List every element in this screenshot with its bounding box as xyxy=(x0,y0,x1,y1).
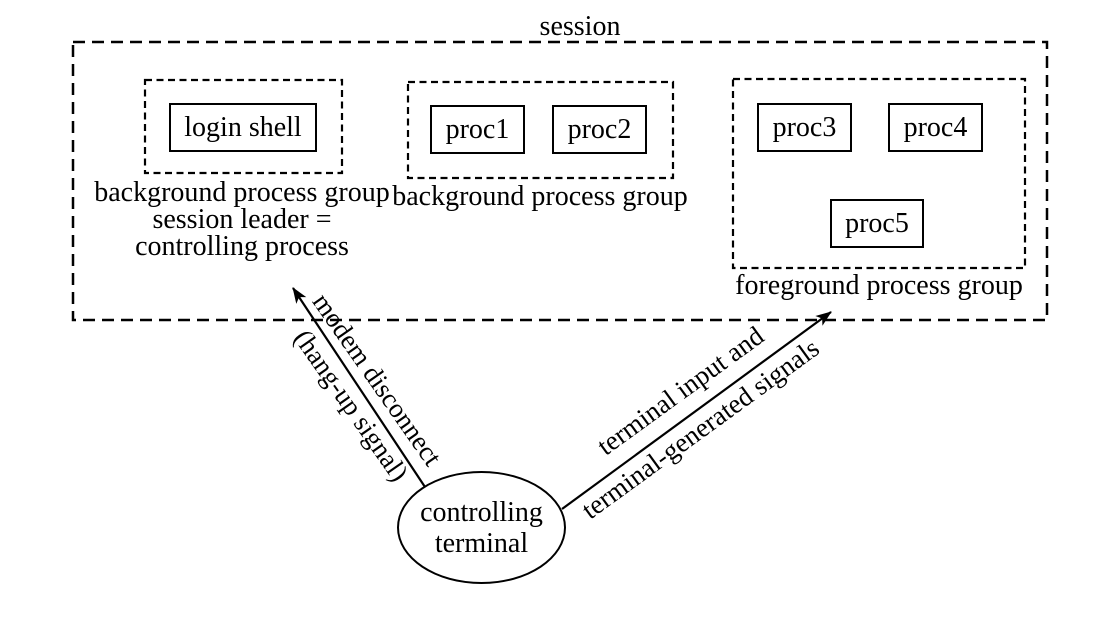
controlling-terminal-label-line1: controlling xyxy=(420,496,543,528)
controlling-terminal: controlling terminal xyxy=(397,471,566,584)
login-group-label-line2: session leader = xyxy=(152,204,332,235)
process-box-proc2: proc2 xyxy=(552,105,647,154)
login-group-label: background process group session leader … xyxy=(88,177,396,262)
foreground-group-label: foreground process group xyxy=(735,270,1023,301)
session-boundary xyxy=(71,40,1049,322)
background-group-boundary xyxy=(406,80,675,180)
controlling-terminal-label-line2: terminal xyxy=(434,527,529,559)
process-box-login-shell: login shell xyxy=(169,103,317,152)
process-box-proc5: proc5 xyxy=(830,199,924,248)
process-box-proc1: proc1 xyxy=(430,105,525,154)
login-group-label-line3: controlling process xyxy=(135,231,349,262)
foreground-group-boundary xyxy=(731,77,1027,270)
process-box-proc4: proc4 xyxy=(888,103,983,152)
hangup-arrow xyxy=(292,287,426,488)
session-title: session xyxy=(539,11,621,42)
terminal-input-arrow xyxy=(561,311,832,510)
login-group-boundary xyxy=(143,78,344,175)
process-box-proc3: proc3 xyxy=(757,103,852,152)
login-group-label-line1: background process group xyxy=(94,177,390,208)
background-group-label: background process group xyxy=(392,181,688,212)
